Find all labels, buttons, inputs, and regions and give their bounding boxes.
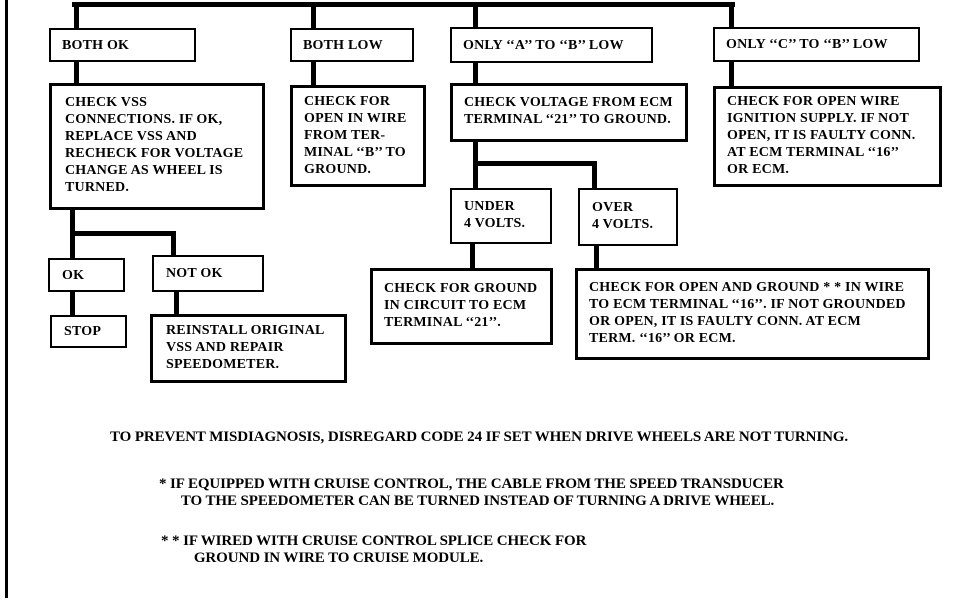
note-cruise-transducer: * IF EQUIPPED WITH CRUISE CONTROL, THE C… (159, 476, 784, 509)
box-under-4-volts: UNDER 4 VOLTS. (450, 188, 552, 244)
connector-branch-not-ok (171, 231, 176, 255)
box-not-ok: NOT OK (152, 255, 264, 292)
box-both-low: BOTH LOW (290, 28, 414, 62)
box-check-open-wire-ignition: CHECK FOR OPEN WIRE IGNITION SUPPLY. IF … (713, 86, 942, 187)
connector-under-result (470, 244, 475, 268)
box-only-a-to-b-low: ONLY ‘‘A’’ TO ‘‘B’’ LOW (450, 27, 653, 63)
connector-vss-branch-horizontal (70, 231, 176, 236)
connector-ok-stop (70, 292, 75, 315)
box-check-ground-circuit-21: CHECK FOR GROUND IN CIRCUIT TO ECM TERMI… (370, 268, 553, 345)
box-reinstall-original-vss: REINSTALL ORIGINAL VSS AND REPAIR SPEEDO… (150, 314, 347, 383)
box-over-4-volts: OVER 4 VOLTS. (578, 188, 678, 246)
box-check-open-ground-16: CHECK FOR OPEN AND GROUND * * IN WIRE TO… (575, 268, 930, 360)
connector-trunk-both-low (311, 2, 316, 28)
connector-over-result (594, 246, 599, 268)
box-check-open-wire-terminal-b: CHECK FOR OPEN IN WIRE FROM TER- MINAL ‘… (290, 85, 426, 187)
trunk-line (72, 2, 735, 7)
box-both-ok: BOTH OK (49, 28, 196, 62)
box-only-c-to-b-low: ONLY ‘‘C’’ TO ‘‘B’’ LOW (713, 27, 920, 62)
box-stop: STOP (50, 315, 127, 348)
connector-both-ok-action (74, 62, 79, 83)
box-check-voltage-terminal-21: CHECK VOLTAGE FROM ECM TERMINAL ‘‘21’’ T… (450, 83, 688, 142)
note-cruise-splice: * * IF WIRED WITH CRUISE CONTROL SPLICE … (161, 533, 587, 566)
page-border-left (5, 0, 8, 598)
connector-both-low-action (311, 62, 316, 85)
connector-trunk-both-ok (74, 2, 79, 28)
connector-voltage-branch-horizontal (473, 161, 597, 166)
box-ok: OK (48, 258, 125, 292)
connector-not-ok-reinstall (174, 292, 179, 314)
note-misdiagnosis: TO PREVENT MISDIAGNOSIS, DISREGARD CODE … (110, 429, 849, 445)
connector-trunk-only-c (729, 2, 734, 27)
connector-only-a-action (473, 63, 478, 83)
connector-trunk-only-a (473, 2, 478, 27)
connector-only-c-action (729, 62, 734, 86)
box-check-vss-connections: CHECK VSS CONNECTIONS. IF OK, REPLACE VS… (49, 83, 265, 210)
connector-branch-over (592, 161, 597, 188)
